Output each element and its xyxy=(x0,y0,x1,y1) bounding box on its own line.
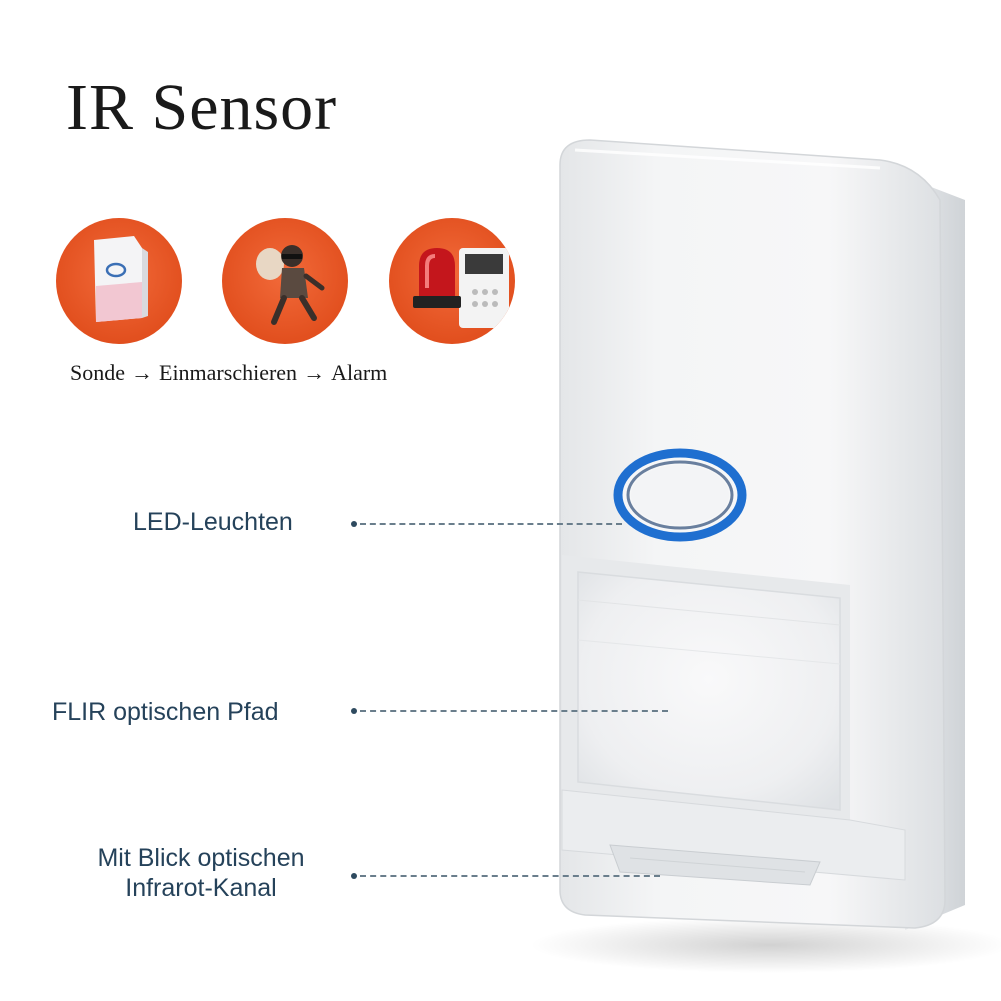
callout-flir: FLIR optischen Pfad xyxy=(52,698,279,726)
leader-line-ir-channel xyxy=(360,875,660,877)
process-flow: Sonde→Einmarschieren→Alarm xyxy=(70,360,387,386)
leader-line-led xyxy=(360,523,622,525)
step-label-sonde: Sonde xyxy=(70,360,125,385)
arrow-icon: → xyxy=(131,360,153,385)
burglar-icon xyxy=(222,218,348,344)
callout-ir-channel: Mit Blick optischen Infrarot-Kanal xyxy=(72,843,330,903)
leader-dot xyxy=(351,708,357,714)
page-title: IR Sensor xyxy=(66,71,338,144)
leader-line-flir xyxy=(360,710,668,712)
step-label-alarm: Alarm xyxy=(331,360,388,385)
callout-led: LED-Leuchten xyxy=(133,508,293,536)
callout-ir-channel-line1: Mit Blick optischen xyxy=(97,844,305,872)
callout-ir-channel-line2: Infrarot-Kanal xyxy=(125,874,277,902)
arrow-icon: → xyxy=(303,360,326,385)
leader-dot xyxy=(351,521,357,527)
motion-sensor-icon xyxy=(56,218,182,344)
step-label-einmarschieren: Einmarschieren xyxy=(159,360,298,385)
siren-icon xyxy=(389,218,515,344)
leader-dot xyxy=(351,873,357,879)
